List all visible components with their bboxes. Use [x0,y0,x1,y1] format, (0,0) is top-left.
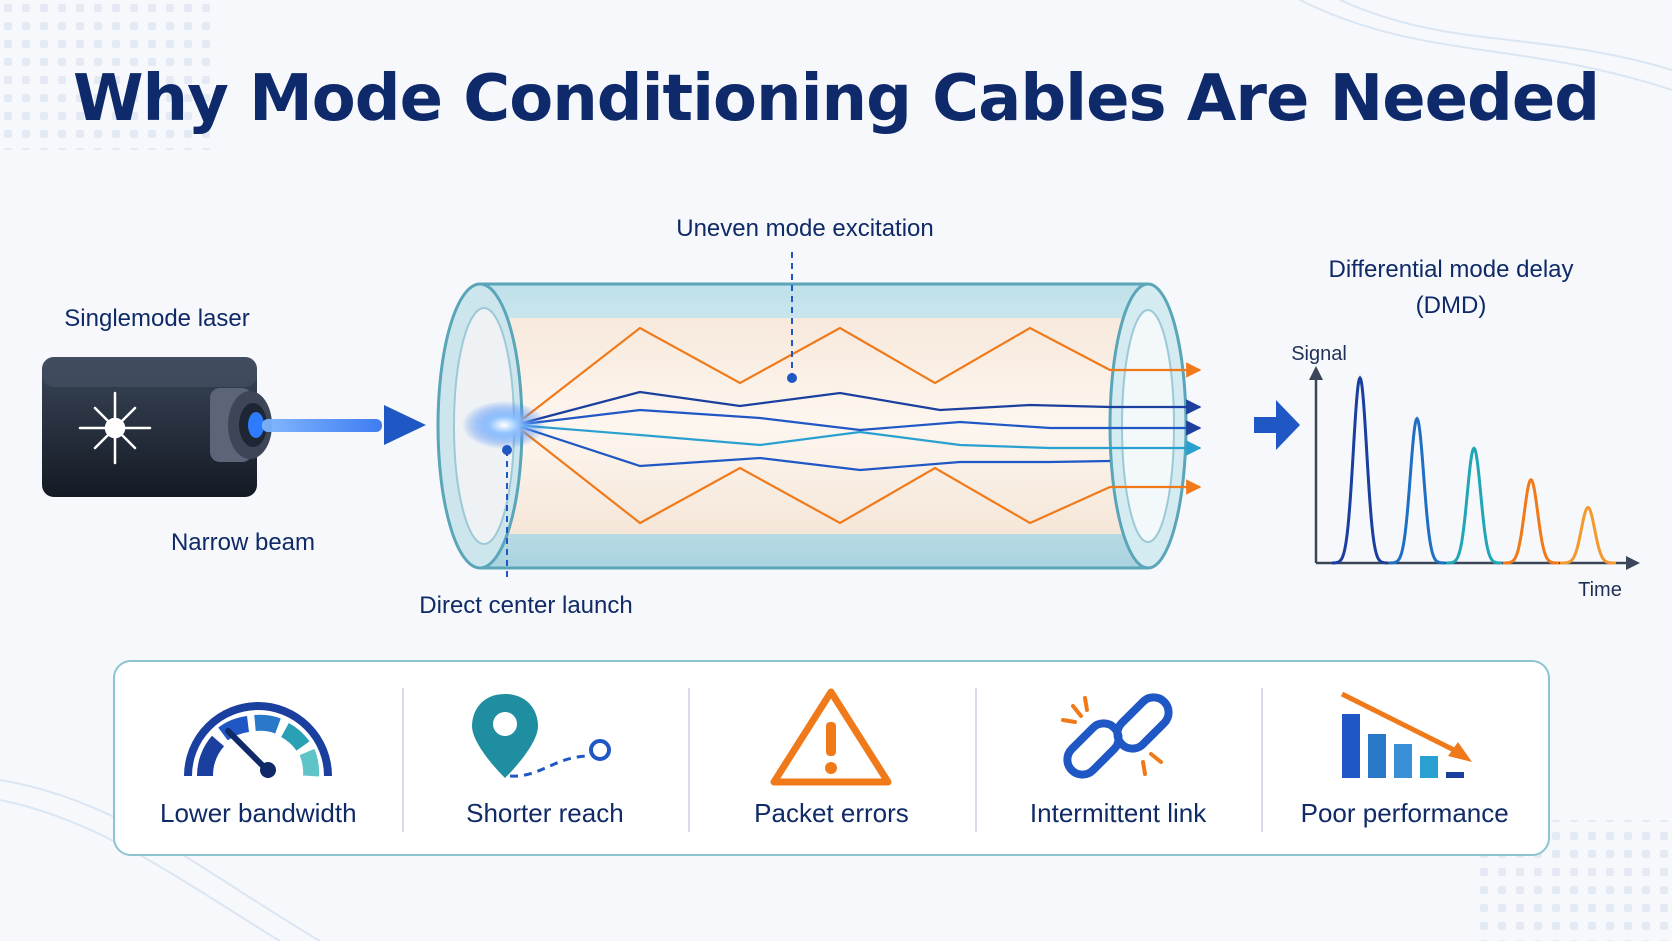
chart-y-axis-label: Signal [1291,343,1347,365]
label-uneven-mode-excitation: Uneven mode excitation [676,215,933,242]
dmd-peak-4 [1503,478,1559,565]
effect-label: Lower bandwidth [160,798,357,828]
effect-card-intermittent-link: Intermittent link [974,662,1262,854]
effect-label: Packet errors [754,798,909,828]
low-order-mode-rays [514,390,1202,472]
effect-card-lower-bandwidth: Lower bandwidth [115,662,402,854]
output-arrow-icon [1254,400,1300,450]
warning-icon [770,688,892,786]
declining-bars-icon [1340,691,1472,778]
chart-x-axis-label: Time [1578,579,1622,601]
label-dmd-line2: (DMD) [1416,292,1487,319]
laser-device [42,357,272,497]
dmd-peak-5 [1560,505,1616,565]
effect-card-shorter-reach: Shorter reach [401,662,689,854]
effect-label: Poor performance [1300,798,1509,828]
dmd-peak-3 [1446,446,1502,565]
excitation-leader-dot [787,373,797,383]
label-dmd-line1: Differential mode delay [1328,256,1573,283]
effect-label: Intermittent link [1029,798,1207,828]
label-singlemode-laser: Singlemode laser [64,305,249,332]
location-route-icon [471,694,611,778]
label-direct-center-launch: Direct center launch [419,592,632,619]
effect-card-packet-errors: Packet errors [688,662,975,854]
effect-label: Shorter reach [466,798,624,828]
page-title: Why Mode Conditioning Cables Are Needed [72,62,1600,136]
laser-star-icon [78,391,152,465]
dmd-peak-1 [1332,375,1388,565]
fiber-cable [436,282,1188,570]
gauge-icon [184,702,333,778]
broken-link-icon [1061,693,1173,779]
dmd-peak-2 [1389,416,1445,565]
effect-card-poor-performance: Poor performance [1261,662,1548,854]
effects-panel: Lower bandwidth Shorter reach Packet err… [113,660,1550,856]
beam-arrow-icon [384,405,426,445]
label-narrow-beam: Narrow beam [171,529,315,556]
chart-y-axis-arrow [1309,366,1323,380]
dmd-chart [1309,366,1640,570]
launch-glow [462,401,546,449]
narrow-beam [262,419,382,432]
high-order-mode-rays [514,326,1202,525]
launch-leader-dot [502,445,512,455]
chart-x-axis-arrow [1626,556,1640,570]
